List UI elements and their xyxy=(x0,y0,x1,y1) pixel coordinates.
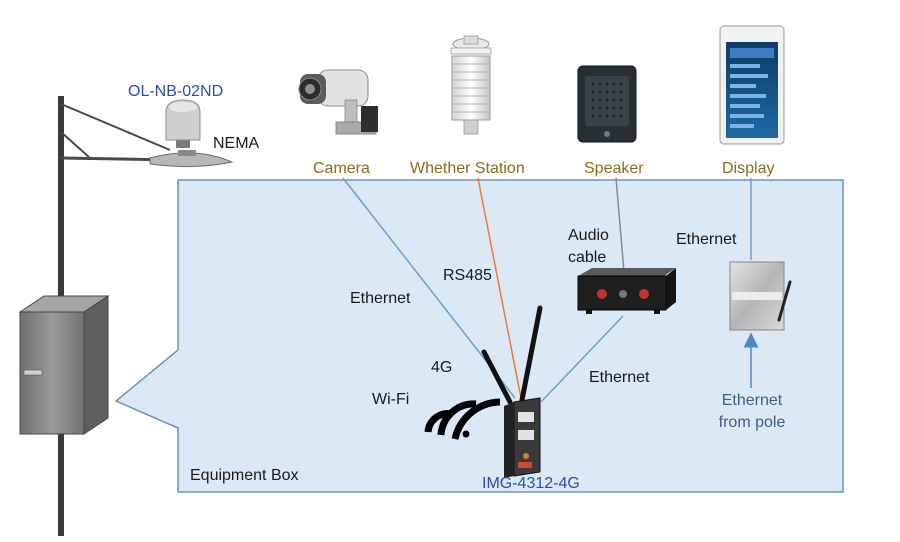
pole-ethernet-label-line2: from pole xyxy=(718,414,786,431)
weather-station-image xyxy=(450,35,492,135)
nema-node-image xyxy=(165,99,201,148)
wifi-label: Wi-Fi xyxy=(372,391,410,408)
camera-label: Camera xyxy=(313,160,370,177)
speaker-image xyxy=(577,65,637,143)
pole-ethernet-label-line1: Ethernet xyxy=(721,392,783,409)
weather-station-label: Whether Station xyxy=(410,160,525,177)
display-ethernet-label: Ethernet xyxy=(676,231,737,248)
equipment-box-label: Equipment Box xyxy=(190,467,299,484)
gateway-router-ethernet-link xyxy=(540,315,624,403)
cloud-gateway-image xyxy=(729,261,792,331)
equipment-box-area xyxy=(114,179,844,493)
camera-ethernet-label: Ethernet xyxy=(350,290,411,307)
router-model-label: IMG-4312-4G xyxy=(482,475,580,492)
camera-image xyxy=(298,69,378,135)
luminaire-head xyxy=(149,150,234,168)
audio-cable-label-line2: cable xyxy=(568,249,607,266)
router-image xyxy=(481,305,543,478)
fourg-label: 4G xyxy=(431,359,453,376)
display-image xyxy=(719,25,785,145)
audio-gateway-image xyxy=(577,268,676,314)
speaker-audio-cable-link xyxy=(615,177,625,273)
router-ethernet-label: Ethernet xyxy=(589,369,650,386)
rs485-label: RS485 xyxy=(443,267,492,284)
audio-cable-label-line1: Audio xyxy=(568,227,609,244)
speaker-label: Speaker xyxy=(584,160,644,177)
weather-rs485-link xyxy=(477,177,522,399)
node-model-label: OL-NB-02ND xyxy=(128,83,224,100)
nema-label: NEMA xyxy=(213,135,260,152)
wifi-icon xyxy=(424,398,501,440)
pole-cabinet xyxy=(18,295,110,435)
display-label: Display xyxy=(722,160,775,177)
